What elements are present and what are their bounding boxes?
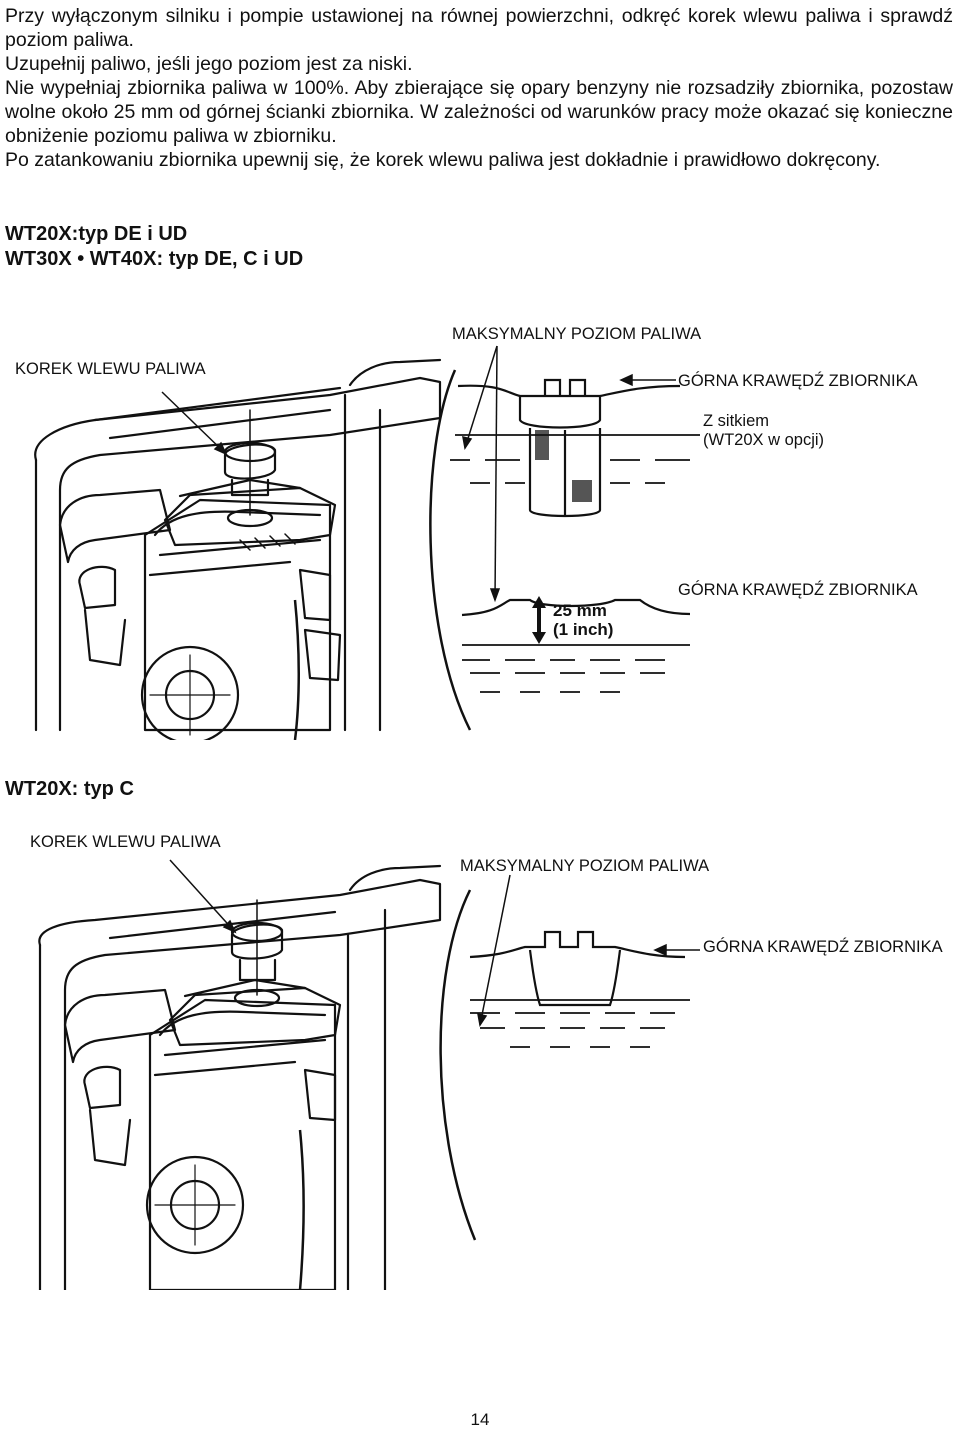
figure2-drawing: [38, 859, 700, 1290]
max-fuel-level-label: MAKSYMALNY POZIOM PALIWA: [460, 857, 710, 875]
intro-text: Przy wyłączonym silniku i pompie ustawio…: [5, 4, 953, 172]
intro-paragraph: Po zatankowaniu zbiornika upewnij się, ż…: [5, 149, 881, 171]
figure1-heading-2: WT30X • WT40X: typ DE, C i UD: [5, 248, 304, 270]
strainer-label: Z sitkiem: [703, 412, 769, 430]
intro-paragraph: Nie wypełniaj zbiornika paliwa w 100%. A…: [5, 77, 953, 147]
figure2-heading: WT20X: typ C: [5, 778, 134, 800]
intro-paragraph: Uzupełnij paliwo, jeśli jego poziom jest…: [5, 53, 413, 75]
tank-top-edge-label: GÓRNA KRAWĘDŹ ZBIORNIKA: [678, 581, 918, 599]
figure1-drawing: [34, 345, 700, 740]
dimension-inch-label: (1 inch): [553, 620, 614, 639]
tank-top-edge-label: GÓRNA KRAWĘDŹ ZBIORNIKA: [678, 372, 918, 390]
intro-paragraph: Przy wyłączonym silniku i pompie ustawio…: [5, 5, 953, 51]
figure1-heading-1: WT20X:typ DE i UD: [5, 223, 188, 245]
strainer-option-label: (WT20X w opcji): [703, 431, 825, 449]
fuel-cap-label: KOREK WLEWU PALIWA: [30, 833, 221, 851]
fuel-cap-label: KOREK WLEWU PALIWA: [15, 360, 206, 378]
page-number: 14: [470, 1410, 490, 1429]
max-fuel-level-label: MAKSYMALNY POZIOM PALIWA: [452, 325, 702, 343]
tank-top-edge-label: GÓRNA KRAWĘDŹ ZBIORNIKA: [703, 938, 943, 956]
dimension-mm-label: 25 mm: [553, 601, 607, 620]
